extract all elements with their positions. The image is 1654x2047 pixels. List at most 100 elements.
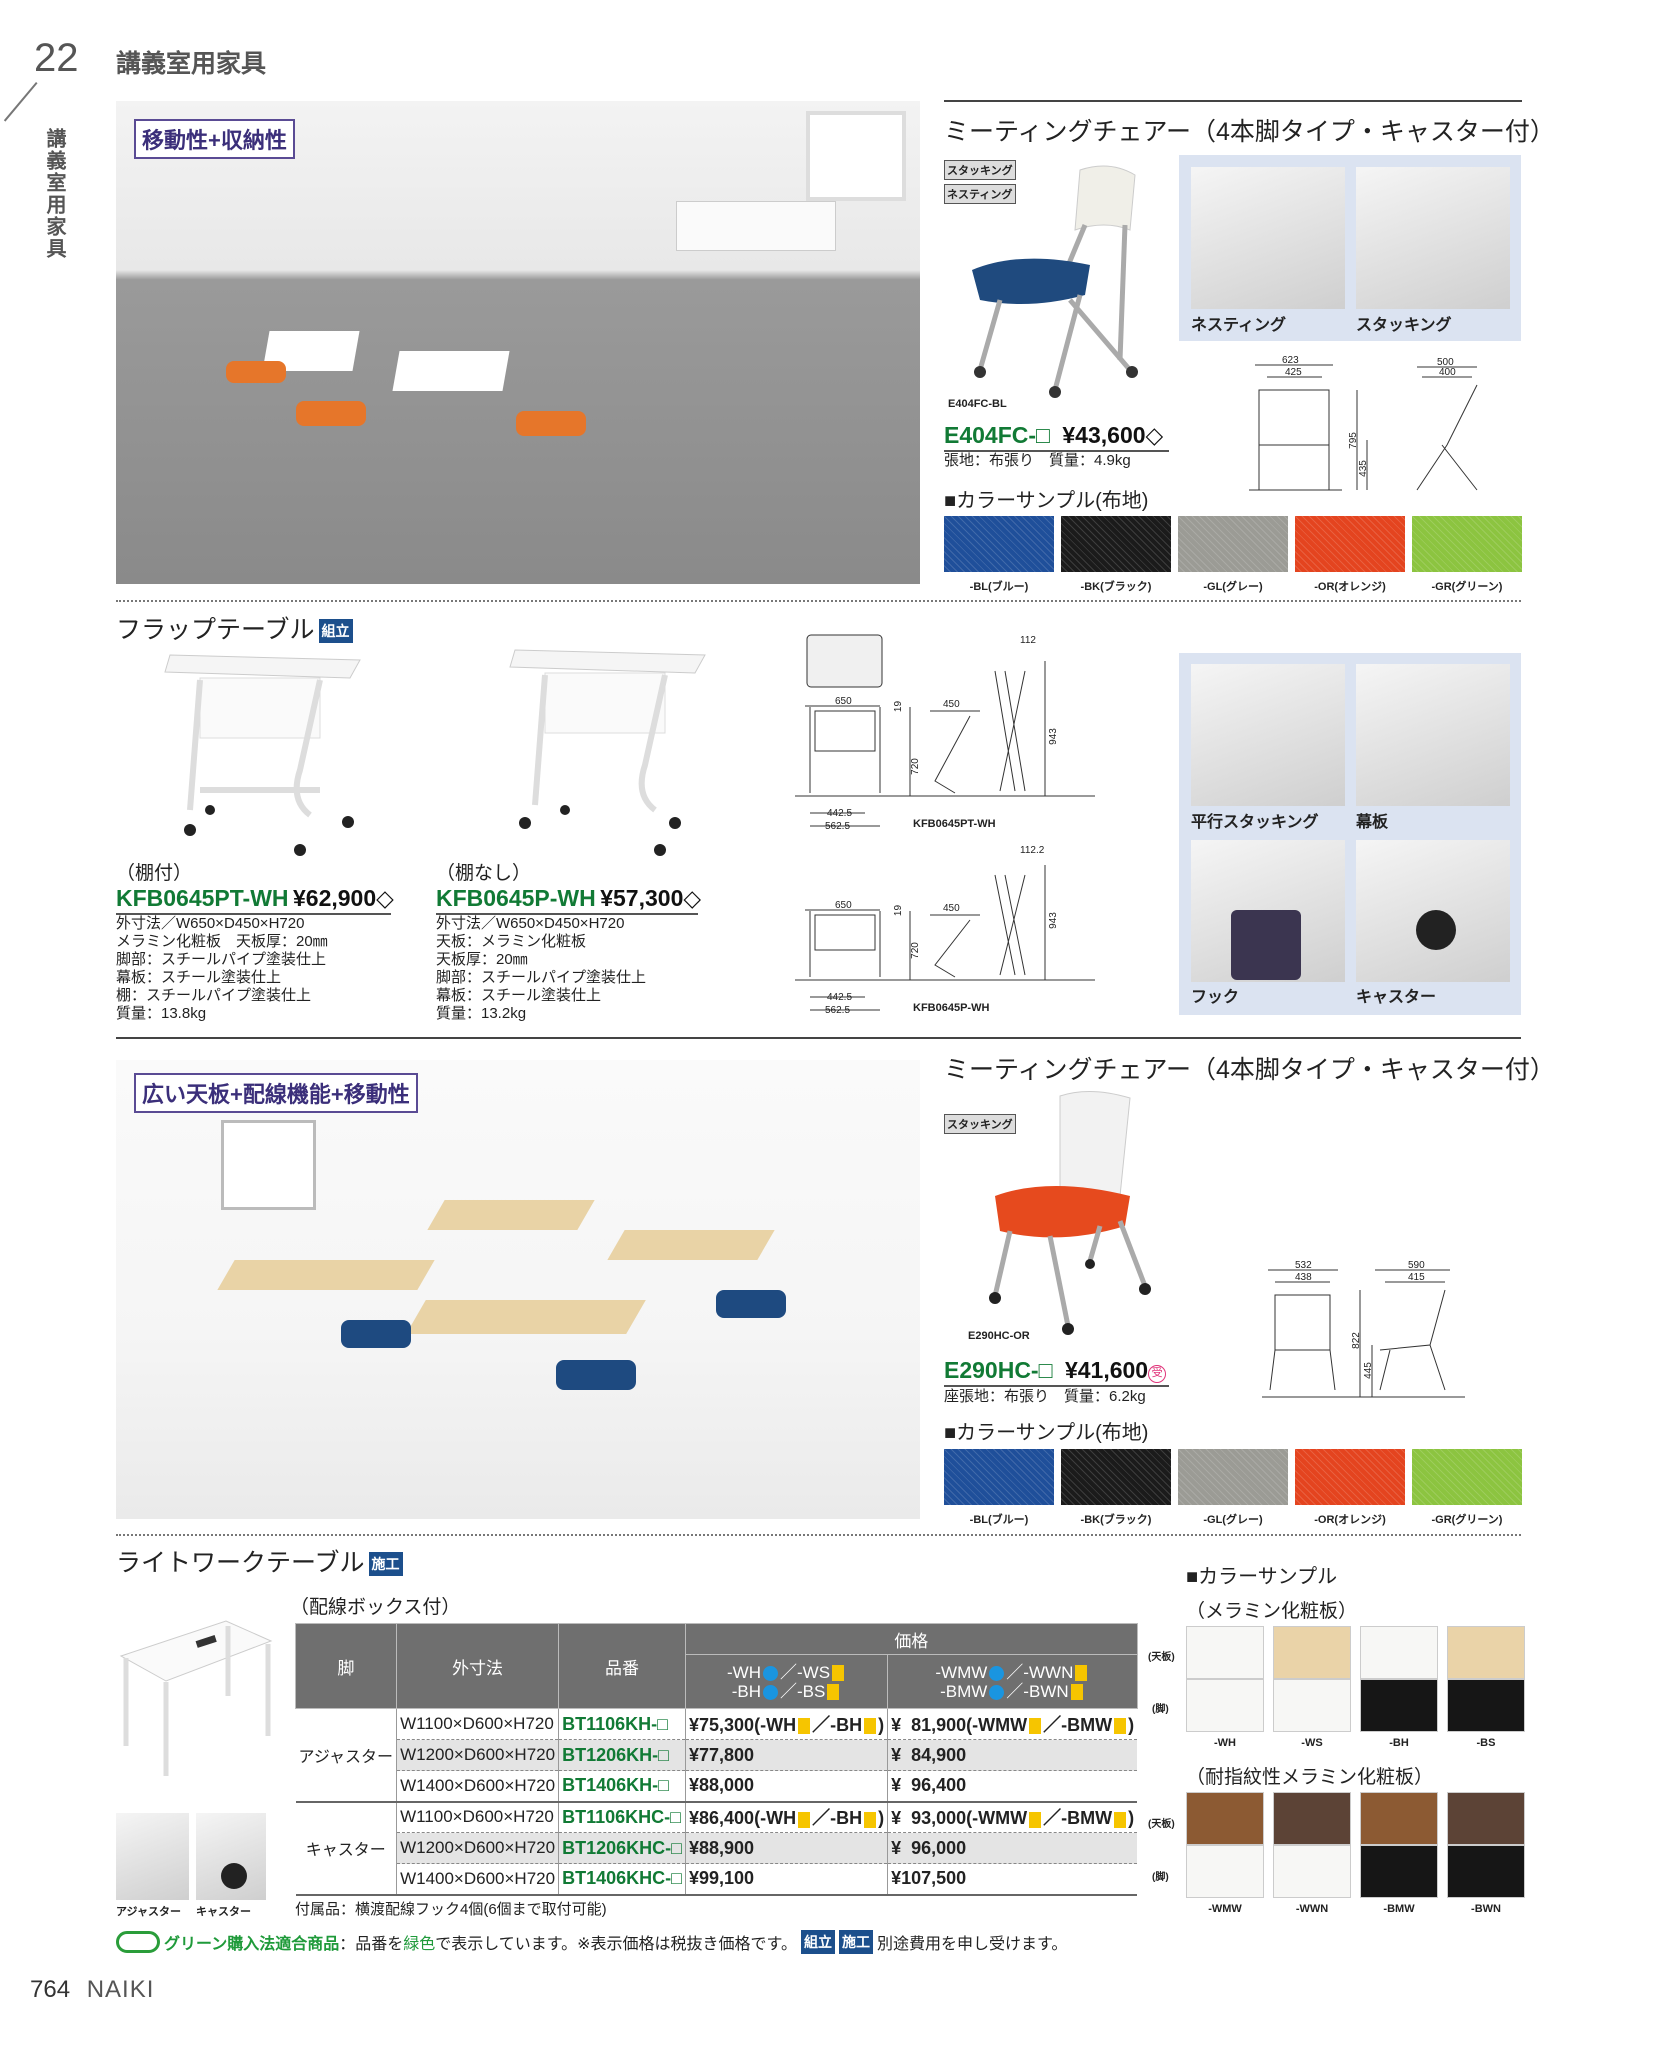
price-table: 脚 外寸法 品番 価格 -WH／-WS-BH／-BS -WMW／-WWN-BMW… <box>294 1623 1138 1896</box>
yellow-square-icon <box>864 1811 877 1828</box>
price-fingerprint: ¥ 96,400 <box>887 1770 1138 1803</box>
swatch-label: -BWN <box>1471 1903 1501 1915</box>
price-note: (-WH／-BH) <box>754 1808 885 1829</box>
price: ¥107,500 <box>891 1868 967 1889</box>
section-title: フラップテーブル組立 <box>116 610 353 646</box>
green-purchase-logo-icon <box>116 1931 160 1953</box>
fabric-swatches: -BL(ブルー)-BK(ブラック)-GL(グレー)-OR(オレンジ)-GR(グリ… <box>944 1449 1522 1527</box>
dim: 438 <box>1295 1272 1312 1283</box>
table-image <box>406 1300 646 1334</box>
swatch-color <box>1061 516 1171 572</box>
flap-table-image-with-shelf <box>164 654 361 856</box>
top-color <box>1360 1792 1438 1845</box>
price: ¥75,300 <box>688 1715 755 1735</box>
blue-seat-image <box>341 1320 411 1348</box>
price: ¥77,800 <box>688 1744 755 1765</box>
fabric-swatch: -BK(ブラック) <box>1061 516 1171 594</box>
swatch-color <box>944 516 1054 572</box>
model-number: KFB0645PT-WH <box>116 885 289 911</box>
swatch-color <box>1295 1449 1405 1505</box>
dim: 650 <box>835 696 852 707</box>
swatch-color <box>1061 1449 1171 1505</box>
fabric-swatch: -BL(ブルー) <box>944 1449 1054 1527</box>
footer-legend: グリーン購入法適合商品 ：品番を 緑色 で表示しています。※表示価格は税抜き価格… <box>116 1930 1067 1954</box>
price: ¥88,900 <box>688 1837 755 1858</box>
dim: 562.5 <box>825 1005 851 1016</box>
installation-badge: 施工 <box>368 1552 403 1577</box>
feature-tag: 広い天板+配線機能+移動性 <box>134 1073 418 1113</box>
divider <box>3 82 38 122</box>
dim: 590 <box>1408 1260 1425 1271</box>
divider <box>116 1534 1521 1536</box>
dim: 532 <box>1295 1260 1312 1271</box>
price-note: (-WMW／-BMW) <box>966 1715 1135 1735</box>
spec-line: 外寸法／W650×D450×H720 <box>436 915 625 932</box>
size: W1400×D600×H720 <box>396 1770 559 1803</box>
board-swatch: -WH <box>1186 1626 1264 1749</box>
footer-text: で表示しています。※表示価格は税抜き価格です。 <box>435 1936 797 1953</box>
price-fingerprint: ¥ 96,000 <box>887 1832 1138 1864</box>
spec-line: 棚：スチールパイプ塗装仕上 <box>116 987 312 1004</box>
caption: ネスティング <box>1191 317 1287 334</box>
brand: NAIKI <box>86 1976 155 2003</box>
col-header-leg: 脚 <box>294 1623 398 1709</box>
section-title: ライトワークテーブル施工 <box>116 1543 403 1579</box>
dimension-drawing-e404fc: 623 425 795 435 500 400 <box>1247 355 1507 500</box>
top-color <box>1273 1792 1351 1845</box>
diagram-label: KFB0645PT-WH <box>913 818 996 830</box>
page-number: 764 <box>30 1976 71 2003</box>
price-variant-line: -WH／-WS <box>686 1663 887 1682</box>
yellow-square-icon <box>1114 1811 1127 1828</box>
flap-table-title: フラップテーブル <box>116 616 315 644</box>
dim: 19 <box>893 700 905 713</box>
dim: 19 <box>893 904 905 917</box>
section-title: ミーティングチェアー（4本脚タイプ・キャスター付） <box>944 1056 1555 1084</box>
caster-wheel-image <box>1416 910 1456 950</box>
blue-circle-icon <box>989 1665 1005 1681</box>
board-swatch: -WS <box>1273 1626 1351 1749</box>
leg-color <box>1360 1845 1438 1898</box>
product-code: BT1206KH-□ <box>558 1739 686 1771</box>
size: W1100×D600×H720 <box>396 1708 559 1740</box>
nesting-photo <box>1191 167 1345 309</box>
fabric-swatch: -GR(グリーン) <box>1412 1449 1522 1527</box>
board-swatch: -BWN <box>1447 1792 1525 1915</box>
section-vertical-title: 講義室用家具 <box>43 128 65 260</box>
caster-photo <box>196 1813 266 1900</box>
swatch-label: -GR(グリーン) <box>1431 581 1503 593</box>
leg-color <box>1186 1845 1264 1898</box>
leg-color <box>1360 1679 1438 1732</box>
subtitle: （配線ボックス付） <box>290 1597 461 1618</box>
col-header-price-variant-2: -WMW／-WWN-BMW／-BWN <box>887 1654 1138 1709</box>
feature-panel: 平行スタッキング 幕板 フック キャスター <box>1179 653 1521 1015</box>
swatch-label: -WH <box>1214 1737 1236 1749</box>
caster-label: キャスター <box>196 1906 251 1918</box>
spec: 座張地：布張り 質量：6.2kg <box>944 1388 1146 1405</box>
model-number: E404FC-□ <box>944 422 1050 448</box>
orange-seat-image <box>296 401 366 426</box>
product-code: BT1406KH-□ <box>558 1770 686 1803</box>
dim: 425 <box>1285 367 1302 378</box>
color-sample-title: ■カラーサンプル(布地) <box>944 1422 1149 1444</box>
price-standard: ¥88,000 <box>684 1770 888 1803</box>
spec-line: 質量：13.2kg <box>436 1005 527 1022</box>
top-color <box>1360 1626 1438 1679</box>
swatch-label: -GL(グレー) <box>1203 1514 1263 1526</box>
blue-circle-icon <box>989 1684 1005 1700</box>
product-block-kfb0645p: （棚なし） KFB0645P-WH ¥57,300◇ 外寸法／W650×D450… <box>436 858 701 1023</box>
dim: 795 <box>1347 432 1359 449</box>
dim: 112 <box>1020 635 1036 646</box>
swatch-label: -BMW <box>1383 1903 1415 1915</box>
product-code: BT1106KH-□ <box>558 1708 686 1740</box>
assembly-badge: 組立 <box>318 619 353 644</box>
price-note: (-WMW／-BMW) <box>966 1808 1135 1829</box>
product-block-kfb0645pt: （棚付） KFB0645PT-WH ¥62,900◇ 外寸法／W650×D450… <box>116 858 394 1023</box>
diagram-label: KFB0645P-WH <box>913 1002 990 1014</box>
melamine-title: （メラミン化粧板） <box>1186 1601 1358 1622</box>
chair-image-e290hc <box>989 1090 1151 1335</box>
caption: 幕板 <box>1356 814 1389 831</box>
modesty-panel-photo <box>1356 664 1510 806</box>
swatch-label: -BK(ブラック) <box>1080 581 1152 593</box>
